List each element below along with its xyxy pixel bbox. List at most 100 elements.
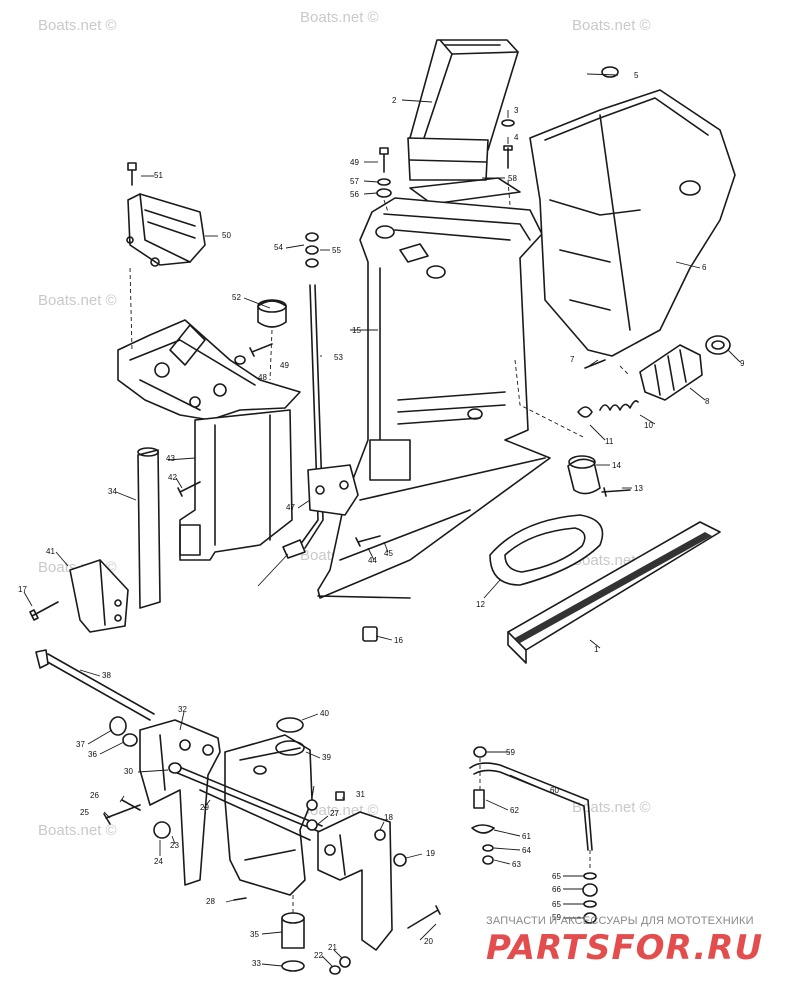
gasket-58: [409, 177, 521, 205]
bushing-66: [582, 883, 598, 897]
nut-63: [482, 855, 494, 865]
bolt-51: [127, 162, 137, 186]
washer-57: [377, 178, 391, 186]
callout-59-bottom: 59: [552, 913, 561, 922]
washer-3: [501, 119, 515, 127]
callout-26: 26: [90, 791, 99, 800]
swivel-bracket-39: [224, 734, 313, 896]
callout-49-mid: 49: [280, 361, 289, 370]
bolt-13: [601, 487, 631, 497]
callout-24: 24: [154, 857, 163, 866]
washer-33: [281, 960, 305, 972]
callout-40: 40: [320, 709, 329, 718]
callout-54: 54: [274, 243, 283, 252]
bushing-35: [281, 912, 305, 949]
callout-42: 42: [168, 473, 177, 482]
callout-63: 63: [512, 860, 521, 869]
callout-49-top: 49: [350, 158, 359, 167]
washer-64: [482, 844, 494, 852]
callout-39: 39: [322, 753, 331, 762]
callout-7: 7: [570, 355, 575, 364]
washer-48: [234, 355, 246, 365]
washer-61: [471, 824, 495, 834]
bushing-40: [276, 717, 304, 733]
callout-35: 35: [250, 930, 259, 939]
spring-26: [121, 799, 141, 811]
callout-51: 51: [154, 171, 163, 180]
callout-41: 41: [46, 547, 55, 556]
callout-36: 36: [88, 750, 97, 759]
callout-50: 50: [222, 231, 231, 240]
plate-47: [307, 464, 359, 516]
callout-19: 19: [426, 849, 435, 858]
callout-30: 30: [124, 767, 133, 776]
callout-32: 32: [178, 705, 187, 714]
shift-boot-8: [639, 344, 703, 401]
partsfor-logo[interactable]: PARTSFOR.RU: [486, 928, 764, 968]
callout-43: 43: [166, 454, 175, 463]
callout-52: 52: [232, 293, 241, 302]
nut-36: [122, 733, 138, 747]
washer-65-a: [583, 872, 597, 880]
screw-25: [103, 804, 141, 825]
drive-shaft-housing: [317, 197, 551, 599]
screw-44: [355, 535, 381, 547]
watermark-text: Boats.net ©: [300, 9, 379, 26]
callout-53: 53: [334, 353, 343, 362]
callout-60: 60: [550, 786, 559, 795]
seal-12: [489, 514, 604, 586]
callout-28: 28: [206, 897, 215, 906]
washer-65-b: [583, 900, 597, 908]
nut-59-top: [473, 746, 487, 758]
callout-8: 8: [705, 397, 710, 406]
exhaust-tube: [407, 39, 519, 181]
callout-3: 3: [514, 106, 519, 115]
callout-16: 16: [394, 636, 403, 645]
bolt-20: [407, 905, 441, 929]
spring-10: [599, 400, 639, 411]
callout-27: 27: [330, 809, 339, 818]
callout-13: 13: [634, 484, 643, 493]
callout-29: 29: [200, 803, 209, 812]
callout-64: 64: [522, 846, 531, 855]
rubber-mount-52: [257, 299, 287, 328]
callout-17: 17: [18, 585, 27, 594]
decal-strip: [507, 521, 721, 664]
callout-31: 31: [356, 790, 365, 799]
bushing-16: [362, 626, 378, 642]
callout-1: 1: [594, 645, 599, 654]
watermark-text: Boats.net ©: [38, 292, 117, 309]
tilt-tube-29: [169, 763, 323, 841]
connector-46: [282, 539, 306, 559]
callout-38: 38: [102, 671, 111, 680]
callout-22: 22: [314, 951, 323, 960]
nut-19: [393, 853, 407, 867]
watermark-text: Boats.net ©: [572, 799, 651, 816]
cap-9: [705, 335, 731, 355]
callout-45: 45: [384, 549, 393, 558]
callout-56: 56: [350, 190, 359, 199]
callout-61: 61: [522, 832, 531, 841]
spacer-37: [109, 716, 127, 736]
callout-5: 5: [634, 71, 639, 80]
leader-lines: [23, 73, 741, 967]
callout-6: 6: [702, 263, 707, 272]
callout-62: 62: [510, 806, 519, 815]
callout-18: 18: [384, 813, 393, 822]
callout-21: 21: [328, 943, 337, 952]
callout-15: 15: [352, 326, 361, 335]
bolt-49-top: [379, 147, 389, 173]
nut-5: [601, 66, 619, 78]
rubber-mount-14: [567, 455, 601, 495]
callout-12: 12: [476, 600, 485, 609]
callout-55: 55: [332, 246, 341, 255]
watermark-text: Boats.net ©: [38, 822, 117, 839]
through-bolt-38: [35, 649, 155, 721]
callout-14: 14: [612, 461, 621, 470]
callout-20: 20: [424, 937, 433, 946]
callout-33: 33: [252, 959, 261, 968]
bolt-42: [177, 481, 201, 497]
tube-34: [137, 447, 161, 609]
bracket-41: [69, 559, 129, 633]
